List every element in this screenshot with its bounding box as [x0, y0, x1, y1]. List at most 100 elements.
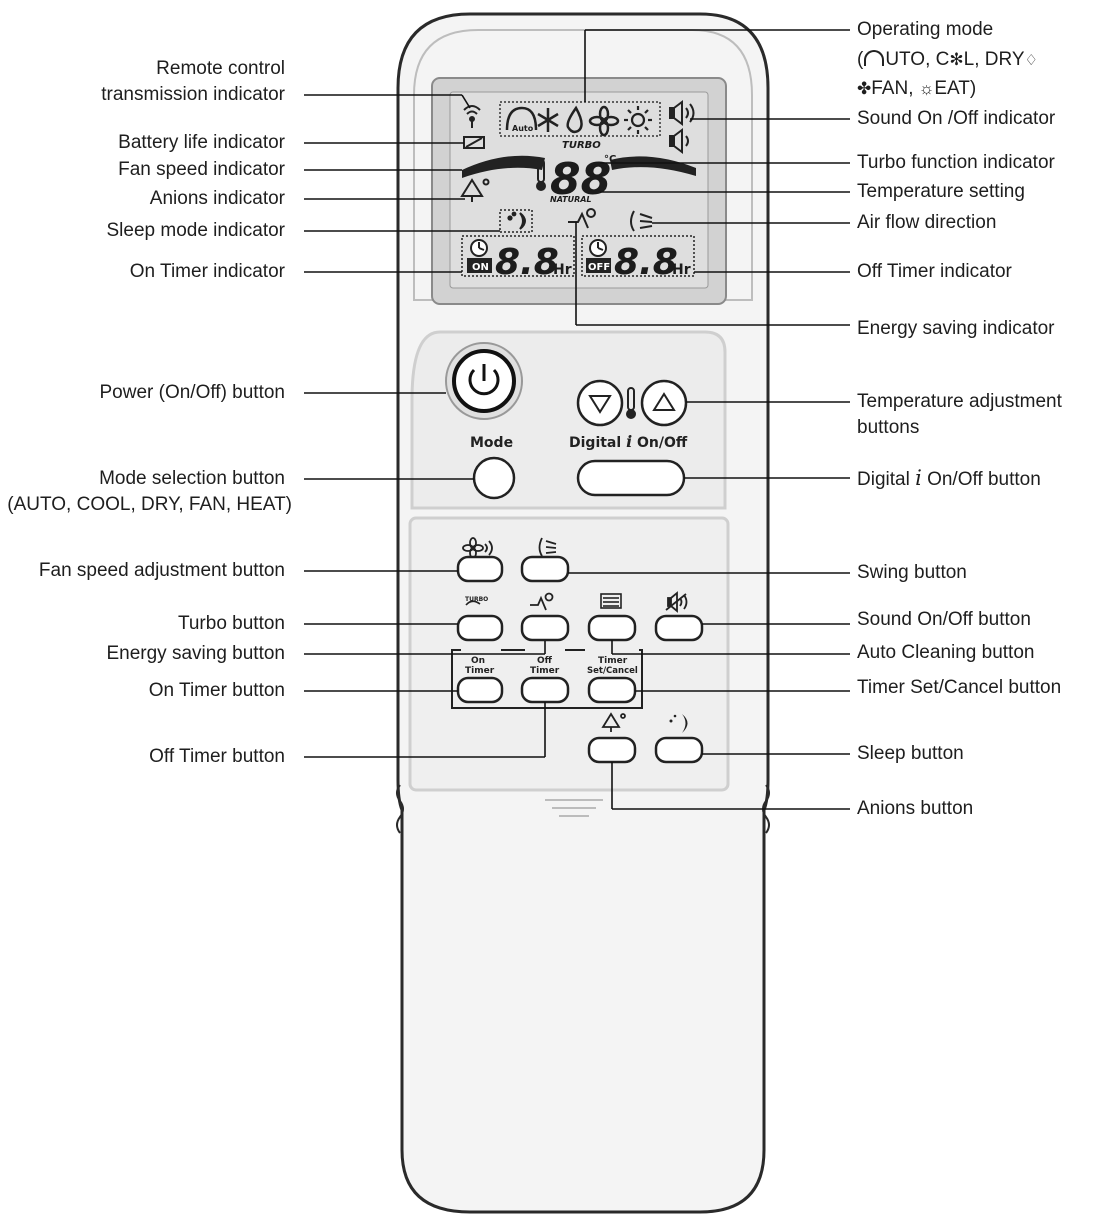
label-off-timer-indicator: Off Timer indicator [857, 261, 1012, 282]
swing-icon [538, 537, 557, 557]
on-timer-label-2: Timer [465, 666, 495, 676]
label-sound-indicator: Sound On /Off indicator [857, 108, 1056, 129]
label-mode-button-1: Mode selection button [99, 468, 285, 489]
temp-up-icon [652, 392, 676, 411]
anions-button[interactable] [587, 736, 637, 764]
label-mode-button-2: (AUTO, COOL, DRY, FAN, HEAT) [7, 494, 292, 515]
lcd-screen [449, 91, 709, 289]
heat-icon [624, 106, 652, 134]
sleep-icon [507, 211, 526, 230]
swing-button[interactable] [520, 555, 570, 583]
off-timer-hr: Hr [672, 262, 691, 278]
label-anions-indicator: Anions indicator [149, 188, 285, 209]
air-flow-icon [630, 210, 653, 232]
left-grip [396, 784, 404, 834]
signal-icon [463, 105, 481, 128]
mute-icon [665, 591, 688, 613]
label-on-timer-button: On Timer button [148, 680, 285, 701]
heat-icon: ☼ [918, 79, 935, 98]
mode-button[interactable] [472, 456, 516, 500]
turbo-text: TURBO [562, 140, 601, 151]
label-sleep-mode-indicator: Sleep mode indicator [106, 220, 286, 241]
mode-icons-box [499, 101, 661, 137]
on-timer-digits: 8.8 [495, 242, 559, 283]
label-turbo-indicator: Turbo function indicator [857, 152, 1055, 173]
cool-icon: ✻ [949, 50, 964, 69]
sleep-mode-box [499, 209, 533, 233]
label-turbo-button: Turbo button [177, 613, 285, 634]
on-timer-button[interactable] [456, 676, 504, 704]
sound-on-off-button[interactable] [654, 614, 704, 642]
anion-icon [460, 178, 490, 202]
cover-slide-marks [545, 799, 603, 817]
label-digital-i-button: Digital i On/Off button [857, 466, 1041, 490]
dry-icon [566, 105, 583, 134]
off-timer-box [581, 235, 695, 277]
thermometer-icon [536, 159, 546, 191]
label-energy-indicator: Energy saving indicator [857, 318, 1055, 339]
off-timer-label-1: Off [537, 656, 553, 666]
auto-mode-icon: Auto [505, 106, 538, 133]
timer-set-cancel-button[interactable] [587, 676, 637, 704]
power-icon [468, 368, 500, 396]
sound-off-icon [669, 128, 689, 154]
label-sleep-button: Sleep button [857, 743, 964, 764]
label-power-button: Power (On/Off) button [99, 382, 285, 403]
auto-mode-icon [864, 50, 885, 66]
anion-button-icon [601, 712, 626, 732]
label-anions-button: Anions button [857, 798, 974, 819]
label-auto-clean-button: Auto Cleaning button [857, 642, 1035, 663]
power-button[interactable] [445, 342, 523, 420]
svg-text:TURBO: TURBO [465, 596, 488, 603]
label-off-timer-button: Off Timer button [149, 746, 285, 767]
energy-saving-icon [568, 208, 596, 229]
off-timer-badge: OFF [588, 262, 610, 273]
digital-i-button[interactable] [576, 459, 686, 497]
label-operating-mode-2: (UTO, C✻L, DRY♢ [857, 49, 1038, 70]
label-sound-button: Sound On/Off button [857, 609, 1031, 630]
label-temperature-setting: Temperature setting [857, 181, 1025, 202]
on-timer-label-1: On [471, 656, 485, 666]
off-timer-button[interactable] [520, 676, 570, 704]
fan-speed-left-arc [462, 155, 545, 178]
label-battery: Battery life indicator [118, 132, 285, 153]
natural-text: NATURAL [550, 195, 592, 204]
off-timer-label-2: Timer [530, 666, 560, 676]
remote-inner-edge [413, 29, 753, 301]
label-air-flow: Air flow direction [857, 212, 997, 233]
label-operating-mode-1: Operating mode [857, 19, 994, 40]
label-operating-mode-3: ✤FAN, ☼EAT) [857, 78, 977, 99]
temp-up-button[interactable] [640, 379, 688, 427]
mode-button-label: Mode [470, 435, 513, 451]
turbo-icon: TURBO [465, 596, 488, 606]
energy-button-icon [530, 592, 554, 611]
svg-text:Auto: Auto [512, 124, 534, 133]
timer-set-label-2: Set/Cancel [587, 666, 638, 676]
dry-icon: ♢ [1024, 52, 1038, 69]
label-temp-adjust-2: buttons [857, 417, 920, 438]
label-transmission-2: transmission indicator [101, 84, 285, 105]
cool-icon [537, 108, 559, 132]
temp-down-button[interactable] [576, 379, 624, 427]
fan-icon: ✤ [857, 79, 872, 98]
label-timer-set-button: Timer Set/Cancel button [857, 677, 1062, 698]
degree-unit: °C [604, 154, 616, 165]
energy-saving-button[interactable] [520, 614, 570, 642]
leader-lines-left [304, 94, 546, 758]
sleep-button-icon [669, 714, 688, 733]
fan-icon [588, 105, 620, 137]
label-transmission-1: Remote control [156, 58, 285, 79]
auto-cleaning-button[interactable] [587, 614, 637, 642]
off-timer-digits: 8.8 [614, 242, 678, 283]
turbo-button[interactable] [456, 614, 504, 642]
auto-clean-icon [600, 593, 622, 609]
fan-speed-button[interactable] [456, 555, 504, 583]
sleep-button[interactable] [654, 736, 704, 764]
label-temp-adjust-1: Temperature adjustment [857, 391, 1062, 412]
label-energy-button: Energy saving button [106, 643, 285, 664]
label-on-timer-indicator: On Timer indicator [129, 261, 285, 282]
on-timer-badge: ON [472, 262, 489, 273]
digital-i-label: Digital i On/Off [569, 432, 688, 451]
label-fan-speed-indicator: Fan speed indicator [118, 159, 285, 180]
